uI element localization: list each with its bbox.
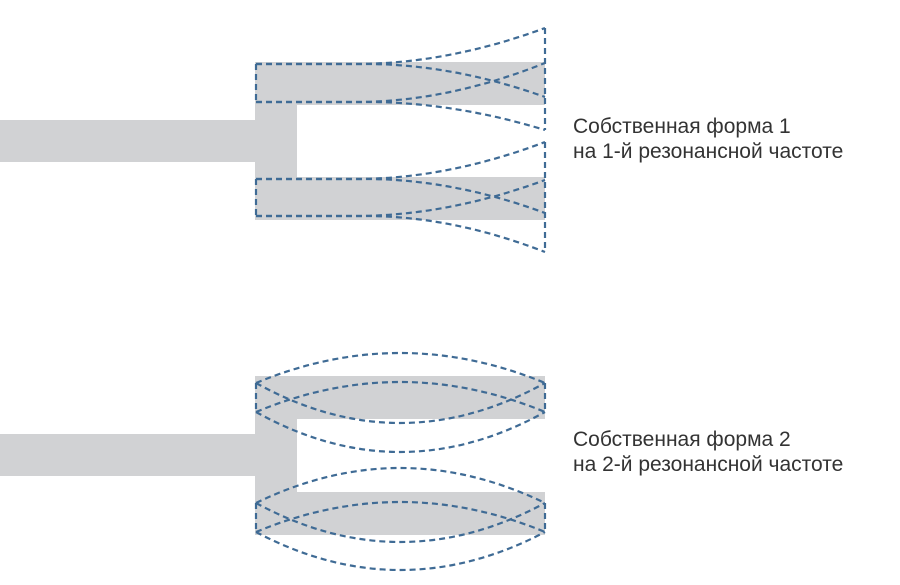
fork-stem [0,120,297,162]
fork-stem [0,434,297,476]
mode-2-caption: Собственная форма 2 на 2-й резонансной ч… [573,427,843,477]
fork-upper-prong [255,376,545,419]
mode-1-title: Собственная форма 1 [573,115,791,138]
mode-2-title: Собственная форма 2 [573,428,791,451]
fork-upper-prong [255,62,545,105]
mode-2-deformation-lines [254,351,547,572]
mode-2-figure [0,351,547,572]
fork-body [0,62,545,220]
fork-lower-prong [255,492,545,535]
mode-1-figure [0,26,547,254]
mode-1-caption: Собственная форма 1 на 1-й резонансной ч… [573,114,843,164]
mode-2-subtitle: на 2-й резонансной частоте [573,453,844,476]
fork-body [0,376,545,535]
mode-1-deformation-lines [254,26,547,254]
mode-1-subtitle: на 1-й резонансной частоте [573,140,844,163]
